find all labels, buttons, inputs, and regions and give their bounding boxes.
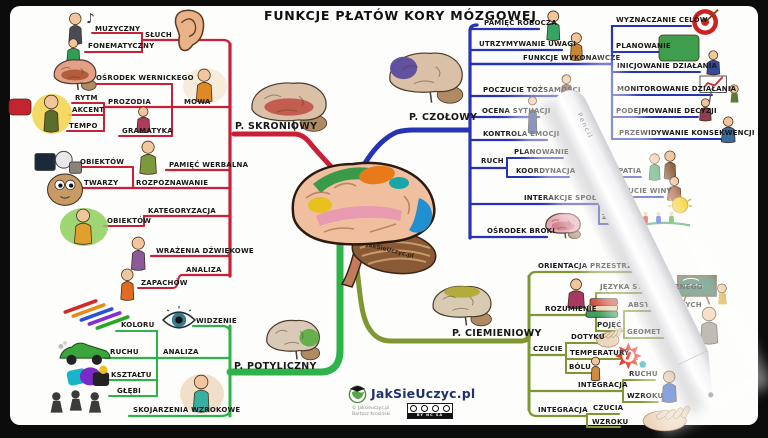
pink-region <box>316 206 402 226</box>
visual-assoc-icon <box>180 374 224 414</box>
consequences-laptop-icon <box>720 116 736 144</box>
cc-icons <box>408 404 452 413</box>
eye-icon <box>161 306 197 329</box>
page-title: FUNKCJE PŁATÓW KORY MÓZGOWEJ <box>264 8 537 23</box>
copyright-line2: Bartosz Krosiński <box>352 411 391 417</box>
decision-icon <box>699 98 712 122</box>
grammar-writer-icon <box>136 106 151 134</box>
cc-license-badge: BY NC SA <box>407 403 453 419</box>
line-widzenie <box>191 324 232 335</box>
shapes-icon <box>66 365 110 386</box>
verbal-memory-icon <box>139 140 157 175</box>
teal-region <box>389 177 409 189</box>
monk-speech-icon <box>183 68 227 104</box>
copyright-line1: © Jaksieuczyc.pl <box>352 406 390 411</box>
objects-screens-icon <box>34 150 83 174</box>
pencil-tip <box>677 350 713 398</box>
race-car-icon <box>58 341 111 365</box>
pain-icon <box>590 356 601 382</box>
olive-trunk <box>351 239 532 344</box>
accent-speaker-icon <box>8 98 32 116</box>
cc-license-text: BY NC SA <box>408 413 452 418</box>
svg-text:♪: ♪ <box>86 11 95 27</box>
attention-icon <box>569 32 583 62</box>
smell-icon <box>120 268 135 301</box>
copyright: © Jaksieuczyc.pl Bartosz Krosiński <box>352 406 390 417</box>
yellow-region <box>308 197 332 213</box>
cc-icon <box>410 405 417 412</box>
line-zapachow <box>137 274 183 289</box>
parietal-brain-icon <box>432 285 492 327</box>
face-icon <box>47 173 83 206</box>
ear-icon <box>174 9 205 52</box>
initiation-runner-icon <box>706 50 721 76</box>
red-trunk <box>231 131 339 175</box>
line-integracja2 <box>527 406 589 418</box>
temporal-brain-icon <box>251 82 328 132</box>
orange-region <box>359 165 395 185</box>
categorize-icon <box>60 208 108 246</box>
cc-sa-icon <box>443 405 450 412</box>
blue-region <box>409 198 433 233</box>
cerebellum: JakSieUczyc.pl <box>351 229 437 275</box>
line-orientacja <box>527 270 646 281</box>
wernicke-brain-icon <box>53 59 97 91</box>
line-skojarzenia <box>127 407 232 418</box>
understanding-guitar-icon <box>567 278 585 309</box>
blue-trunk <box>358 127 471 173</box>
occipital-brain-icon <box>266 319 321 361</box>
line-sluch <box>140 38 232 48</box>
green-trunk <box>226 232 344 376</box>
green-region <box>313 167 374 193</box>
monitoring-chart-icon <box>699 75 739 103</box>
planning-map-icon <box>658 34 700 62</box>
site-logo: JakSieUczyc.pl <box>347 383 475 404</box>
goal-target-icon <box>692 9 719 35</box>
logo-text: JakSieUczyc.pl <box>371 386 476 401</box>
gramophone-icon <box>130 236 146 271</box>
blue-spine <box>468 23 479 240</box>
cc-nc-icon <box>432 405 439 412</box>
depth-figures-icon <box>50 390 102 413</box>
cc-by-icon <box>421 405 428 412</box>
frontal-brain-icon <box>389 52 464 104</box>
singer-icon <box>32 94 72 134</box>
color-pencils-icon <box>63 299 130 330</box>
logo-globe-icon <box>348 385 367 404</box>
pencil-body <box>553 90 705 364</box>
working-memory-icon <box>546 10 561 41</box>
gyri-lines <box>305 182 411 233</box>
